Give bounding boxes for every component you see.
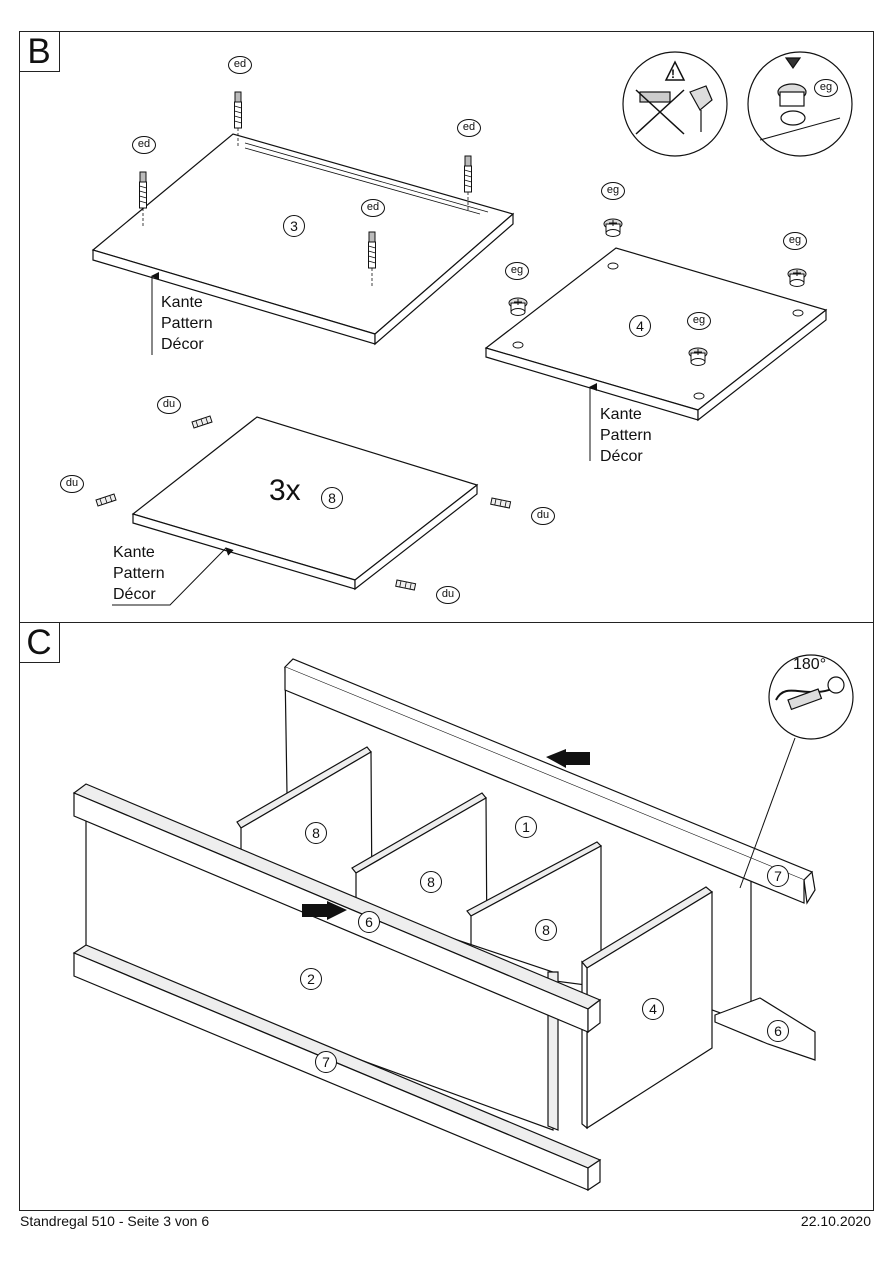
svg-text:!: ! [671,67,675,81]
rotation-label: 180° [793,656,827,673]
rail-6-back [714,997,816,1061]
part-number-1: 1 [515,816,537,838]
callout-ed: ed [228,56,252,74]
edge-label-8: Kante Pattern Décor [113,544,165,603]
rotation-detail [739,654,854,889]
warning-detail: ! [622,51,728,157]
callout-du: du [436,586,460,604]
footer-date: 22.10.2020 [800,1213,871,1229]
push-arrow-icon [546,749,590,768]
callout-ed: ed [132,136,156,154]
edge-label-3: Kante Pattern Décor [161,294,213,353]
part-number-8: 8 [321,487,343,509]
part-number-3: 3 [283,215,305,237]
part-number-7: 7 [767,865,789,887]
callout-du: du [531,507,555,525]
callout-du: du [157,396,181,414]
rail-7-back [283,658,816,905]
callout-du: du [60,475,84,493]
part-number-8: 8 [535,919,557,941]
callout-eg: eg [505,262,529,280]
callout-eg: eg [814,79,838,97]
part-number-6: 6 [358,911,380,933]
callout-eg: eg [783,232,807,250]
callout-ed: ed [457,119,481,137]
part-number-6: 6 [767,1020,789,1042]
page-frame [19,31,874,1211]
step-b-label: B [19,31,60,72]
panel-8 [131,416,479,591]
callout-eg: eg [601,182,625,200]
panel-3 [91,133,515,346]
part-number-7: 7 [315,1051,337,1073]
step-c-label: C [19,622,60,663]
part-number-8: 8 [420,871,442,893]
push-arrow-icon [302,901,347,920]
shelf-quantity: 3x [269,474,301,507]
edge-label-4: Kante Pattern Décor [600,406,652,465]
callout-eg: eg [687,312,711,330]
section-divider [19,622,874,623]
part-number-4: 4 [629,315,651,337]
cam-detail [747,51,853,157]
part-number-4: 4 [642,998,664,1020]
edge-arrow-8 [112,547,234,606]
part-number-2: 2 [300,968,322,990]
part-number-8: 8 [305,822,327,844]
footer-title: Standregal 510 - Seite 3 von 6 [20,1213,210,1229]
callout-ed: ed [361,199,385,217]
